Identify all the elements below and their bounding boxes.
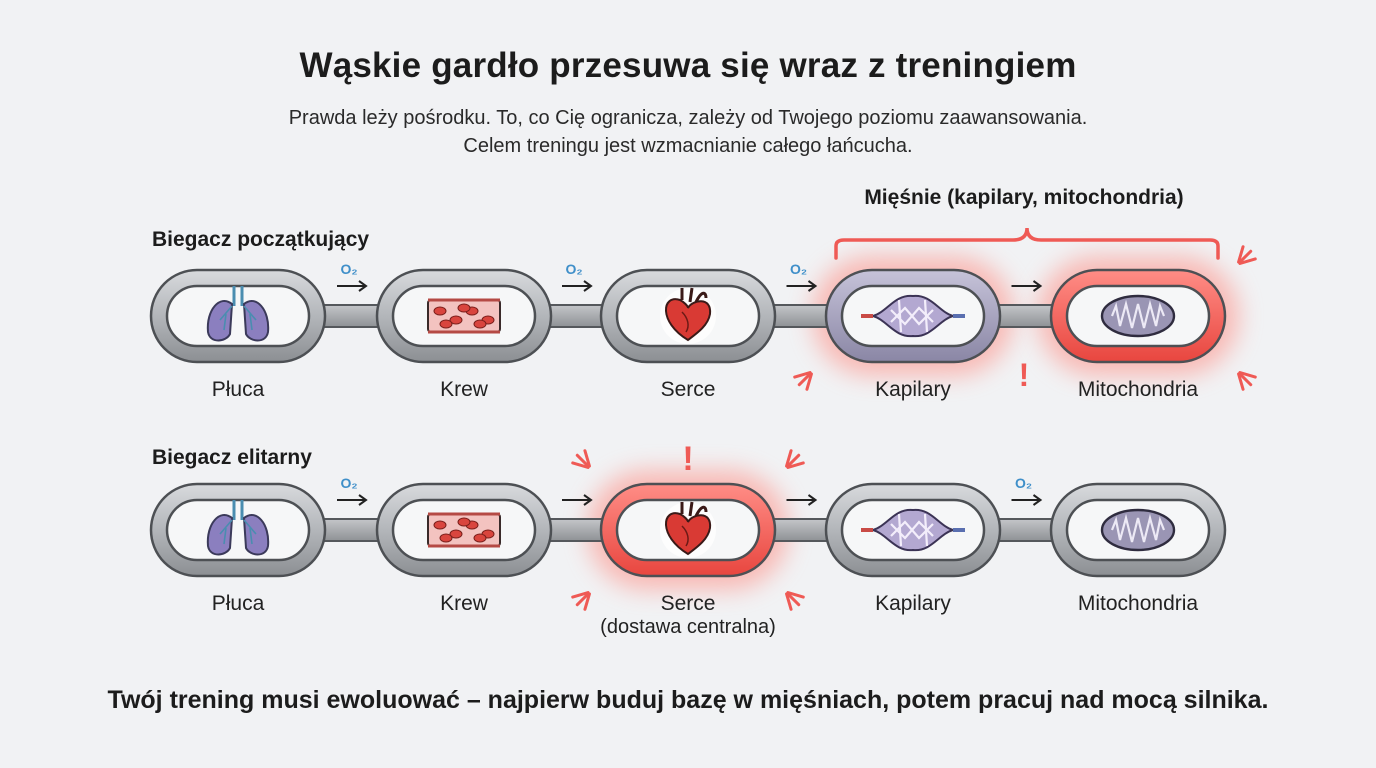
alert-ray xyxy=(785,449,793,468)
flow-arrow xyxy=(786,494,818,506)
node-label-text: Płuca xyxy=(211,378,265,401)
flow-arrow xyxy=(337,280,368,292)
node-label-text: Serce xyxy=(660,592,716,615)
lungs-icon xyxy=(206,286,270,342)
node-label-text: Serce xyxy=(660,378,716,401)
node-label-capillary: Kapilary xyxy=(803,378,1023,402)
node-label-lungs: Płuca xyxy=(128,378,348,402)
alert-rays-beginner xyxy=(793,245,1257,391)
alert-ray xyxy=(1237,372,1245,391)
footer-conclusion: Twój trening musi ewoluować – najpierw b… xyxy=(107,686,1269,714)
oxygen-symbol: O₂ xyxy=(790,261,807,277)
alert-ray xyxy=(583,592,591,611)
node-sublabel: (dostawa centralna) xyxy=(600,616,776,638)
node-label-lungs: Płuca xyxy=(128,592,348,616)
node-label-text: Płuca xyxy=(211,592,265,615)
alert-ray xyxy=(575,453,591,469)
alert-ray xyxy=(1238,371,1257,379)
chain-link-capillary xyxy=(824,482,1002,578)
node-label-text: Mitochondria xyxy=(1077,592,1199,615)
alert-ray xyxy=(785,453,801,469)
node-label-blood-vessel: Krew xyxy=(354,592,574,616)
chain-link-mitochondria xyxy=(1049,268,1227,364)
node-label-text: Krew xyxy=(440,592,488,615)
node-label-text: Mitochondria xyxy=(1077,378,1199,401)
chain-link-mitochondria xyxy=(1049,482,1227,578)
alert-ray xyxy=(785,591,801,607)
alert-ray xyxy=(1237,371,1253,387)
alert-ray xyxy=(1237,249,1253,265)
muscle-bracket-label: Mięśnie (kapilary, mitochondria) xyxy=(864,186,1184,209)
node-label-text: Krew xyxy=(440,378,488,401)
chain-row-elite: O₂ O₂ xyxy=(149,470,1227,590)
alert-ray xyxy=(797,371,813,387)
mitochondria-icon xyxy=(1100,294,1176,338)
node-label-blood-vessel: Krew xyxy=(354,378,574,402)
alert-ray xyxy=(786,591,805,599)
subtitle-line-2: Celem treningu jest wzmacnianie całego ł… xyxy=(463,135,913,157)
oxygen-symbol: O₂ xyxy=(340,261,357,277)
row-label-beginner: Biegacz początkujący xyxy=(152,228,370,251)
mitochondria-icon xyxy=(1100,508,1176,552)
flow-arrow xyxy=(562,494,593,506)
node-label-mitochondria: Mitochondria xyxy=(1028,378,1248,402)
alert-rays-elite xyxy=(571,449,805,611)
alert-ray xyxy=(805,372,813,391)
oxygen-symbol: O₂ xyxy=(340,475,357,491)
node-label-text: Kapilary xyxy=(875,592,951,615)
blood-vessel-icon xyxy=(427,298,501,334)
flow-arrow xyxy=(562,280,593,292)
alert-ray xyxy=(1237,245,1245,264)
chain-link-capillary xyxy=(824,268,1002,364)
row-label-elite: Biegacz elitarny xyxy=(152,446,312,469)
alert-ray xyxy=(1238,257,1257,265)
alert-ray xyxy=(575,591,591,607)
node-label-heart: Serce(dostawa centralna) xyxy=(578,592,798,639)
flow-arrow xyxy=(1011,494,1043,506)
node-label-text: Kapilary xyxy=(875,378,951,401)
capillary-icon xyxy=(861,508,965,552)
chain-link-heart xyxy=(599,268,777,364)
lungs-icon xyxy=(206,500,270,556)
heart-icon xyxy=(660,287,716,344)
flow-arrow xyxy=(786,280,818,292)
oxygen-symbol: O₂ xyxy=(565,261,582,277)
heart-icon xyxy=(660,501,716,558)
chain-link-lungs xyxy=(149,482,327,578)
alert-ray xyxy=(786,461,805,469)
chain-link-blood-vessel xyxy=(375,268,553,364)
flow-arrow xyxy=(337,494,368,506)
chain-row-beginner: O₂ O₂ O₂ xyxy=(149,256,1239,376)
node-label-capillary: Kapilary xyxy=(803,592,1023,616)
flow-arrow xyxy=(1011,280,1043,292)
alert-ray xyxy=(785,592,793,611)
oxygen-symbol: O₂ xyxy=(1015,475,1032,491)
node-label-mitochondria: Mitochondria xyxy=(1028,592,1248,616)
subtitle: Prawda leży pośrodku. To, co Cię ogranic… xyxy=(0,104,1376,160)
alert-icon: ! xyxy=(682,440,693,478)
chain-link-heart xyxy=(599,482,777,578)
alert-ray xyxy=(583,449,591,468)
alert-ray xyxy=(793,371,812,379)
muscle-bracket xyxy=(834,227,1220,260)
alert-ray xyxy=(571,461,590,469)
node-label-heart: Serce xyxy=(578,378,798,402)
chain-link-lungs xyxy=(149,268,327,364)
page-title: Wąskie gardło przesuwa się wraz z trenin… xyxy=(299,46,1077,85)
alert-ray xyxy=(571,591,590,599)
chain-link-blood-vessel xyxy=(375,482,553,578)
capillary-icon xyxy=(861,294,965,338)
alert-icon: ! xyxy=(1019,357,1030,393)
blood-vessel-icon xyxy=(427,512,501,548)
subtitle-line-1: Prawda leży pośrodku. To, co Cię ogranic… xyxy=(288,107,1088,129)
